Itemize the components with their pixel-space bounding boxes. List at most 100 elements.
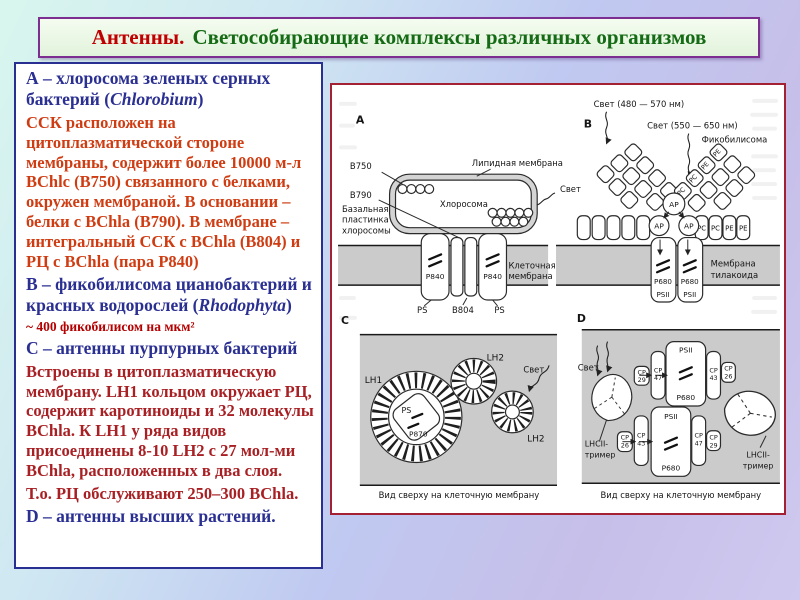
row-pe-2: PE xyxy=(739,225,748,233)
note-c-body: Встроены в цитоплазматическую мембрану. … xyxy=(26,361,314,480)
note-a-heading: А – хлоросома зеленых серных бактерий (C… xyxy=(26,68,271,109)
notes-panel: А – хлоросома зеленых серных бактерий (C… xyxy=(14,62,323,569)
svg-text:26: 26 xyxy=(621,442,629,450)
light-label-c: Свет xyxy=(523,364,544,374)
svg-text:P680: P680 xyxy=(662,463,681,472)
svg-text:PSII: PSII xyxy=(664,412,678,421)
svg-text:P680: P680 xyxy=(681,277,699,286)
title-word-antennas: Антенны. xyxy=(91,25,185,49)
cell-membrane-label-2: мембрана xyxy=(508,271,552,281)
cp43-box-top xyxy=(706,350,722,400)
ap-core-left xyxy=(648,215,670,237)
light-wave-550 xyxy=(687,133,694,179)
svg-text:P680: P680 xyxy=(676,393,695,402)
basal-plate-label-2: пластинка xyxy=(342,215,389,225)
light-wave-a xyxy=(537,192,556,206)
svg-text:AP: AP xyxy=(669,200,679,209)
svg-text:29: 29 xyxy=(638,376,646,384)
svg-text:29: 29 xyxy=(709,442,717,450)
top-view-caption-c: Вид сверху на клеточную мембрану xyxy=(379,490,540,500)
svg-text:P680: P680 xyxy=(654,277,672,286)
ap-core-top xyxy=(662,192,686,216)
lhcii-label-left-2: тример xyxy=(585,451,616,460)
row-pc-2: PC xyxy=(711,225,720,233)
ps-pointers xyxy=(423,297,498,307)
ps-label-right: PS xyxy=(494,305,504,315)
b790-pointer xyxy=(378,199,462,240)
panel-c-letter: C xyxy=(341,314,349,327)
light-label-d: Свет xyxy=(578,362,599,372)
svg-text:CP: CP xyxy=(637,432,645,440)
svg-text:CP: CP xyxy=(695,432,703,440)
lhcii-trimer-right xyxy=(720,386,780,440)
panel-b-letter: B xyxy=(584,118,592,131)
b804-label: B804 xyxy=(452,305,474,315)
lh2-label-top: LH2 xyxy=(487,353,504,363)
figure-box: A Хлоросома B750 Липидная мембрана B790 … xyxy=(330,83,786,515)
b750-pointer xyxy=(381,171,403,185)
lhcii-label-left-1: LHCII- xyxy=(585,440,609,449)
svg-text:AP: AP xyxy=(684,222,694,231)
psii-pigment-dashes xyxy=(655,259,697,274)
svg-text:CP: CP xyxy=(638,368,646,376)
b804-complex-2 xyxy=(464,236,478,297)
p840-label-left: P840 xyxy=(426,272,445,281)
lhcii-label-right-1: LHCII- xyxy=(746,451,770,460)
lhcii-trimer-left xyxy=(587,370,636,425)
p870-label: P870 xyxy=(409,430,428,439)
panel-a-letter: A xyxy=(356,114,365,127)
light-wave-480 xyxy=(605,111,612,145)
lipid-membrane-label: Липидная мембрана xyxy=(472,158,563,168)
basal-plate-label-1: Базальная xyxy=(342,204,389,214)
b790-label: B790 xyxy=(350,190,372,200)
lipid-pointer xyxy=(476,168,491,177)
p840-label-right: P840 xyxy=(483,272,502,281)
note-b-heading: В – фикобилисома цианобактерий и красных… xyxy=(26,274,312,316)
svg-text:AP: AP xyxy=(654,222,664,231)
cp29-box-bottom xyxy=(706,430,722,452)
cell-membrane-label-1: Клеточная xyxy=(508,260,555,270)
cp26-box-top xyxy=(720,361,736,383)
b804-complex-1 xyxy=(450,236,464,297)
svg-text:CP: CP xyxy=(621,434,629,442)
antenna-figure: A Хлоросома B750 Липидная мембрана B790 … xyxy=(338,98,780,500)
svg-text:CP: CP xyxy=(709,434,717,442)
chlorosome-label: Хлоросома xyxy=(440,199,488,209)
basal-plate-label-3: хлоросомы xyxy=(342,226,391,236)
cp47-box-bottom xyxy=(691,415,707,467)
slide-title-bar: Антенны. Светособирающие комплексы разли… xyxy=(38,17,760,58)
p840-complex-left xyxy=(420,233,450,301)
row-pe-1: PE xyxy=(725,225,734,233)
panel-d-higher-plants: D Свет LHCII- тример CP 29 CP 47 PSII P6… xyxy=(577,312,780,500)
svg-text:CP: CP xyxy=(724,364,732,372)
svg-text:26: 26 xyxy=(724,372,732,380)
svg-text:PE: PE xyxy=(700,160,711,171)
svg-text:47: 47 xyxy=(695,440,703,448)
thylakoid-label-2: тилакоида xyxy=(711,270,759,280)
light-550-650-label: Свет (550 — 650 нм) xyxy=(647,121,737,131)
svg-text:CP: CP xyxy=(709,366,717,374)
light-wave-c xyxy=(527,365,550,393)
panel-b-phycobilisome: B Свет (480 — 570 нм) Свет (550 — 650 нм… xyxy=(556,99,780,303)
thylakoid-label-1: Мембрана xyxy=(711,258,756,268)
panel-a-chlorosome: A Хлоросома B750 Липидная мембрана B790 … xyxy=(338,114,581,315)
svg-text:PSII: PSII xyxy=(679,346,693,355)
svg-text:PSII: PSII xyxy=(657,290,670,299)
svg-text:CP: CP xyxy=(654,366,662,374)
ap-core-right xyxy=(678,215,700,237)
lh1-ring-hatch xyxy=(371,372,461,462)
svg-text:PE: PE xyxy=(711,147,722,158)
light-label-a: Свет xyxy=(560,184,581,194)
rc-ps-label: PS xyxy=(402,406,412,415)
svg-text:43: 43 xyxy=(709,374,717,382)
light-480-570-label: Свет (480 — 570 нм) xyxy=(594,99,684,109)
rod-chain-labels: PC PC PE PE xyxy=(676,147,723,197)
phycobilisome-label: Фикобилисома xyxy=(702,134,768,144)
title-rest: Светособирающие комплексы различных орга… xyxy=(192,25,707,49)
svg-text:47: 47 xyxy=(654,374,662,382)
ps-label-left: PS xyxy=(417,305,427,315)
svg-text:PC: PC xyxy=(676,185,688,197)
p840-complex-right xyxy=(478,233,508,301)
scan-bleed-texture xyxy=(339,98,778,320)
note-b-density: ~ 400 фикобилисом на мкм² xyxy=(26,319,195,335)
